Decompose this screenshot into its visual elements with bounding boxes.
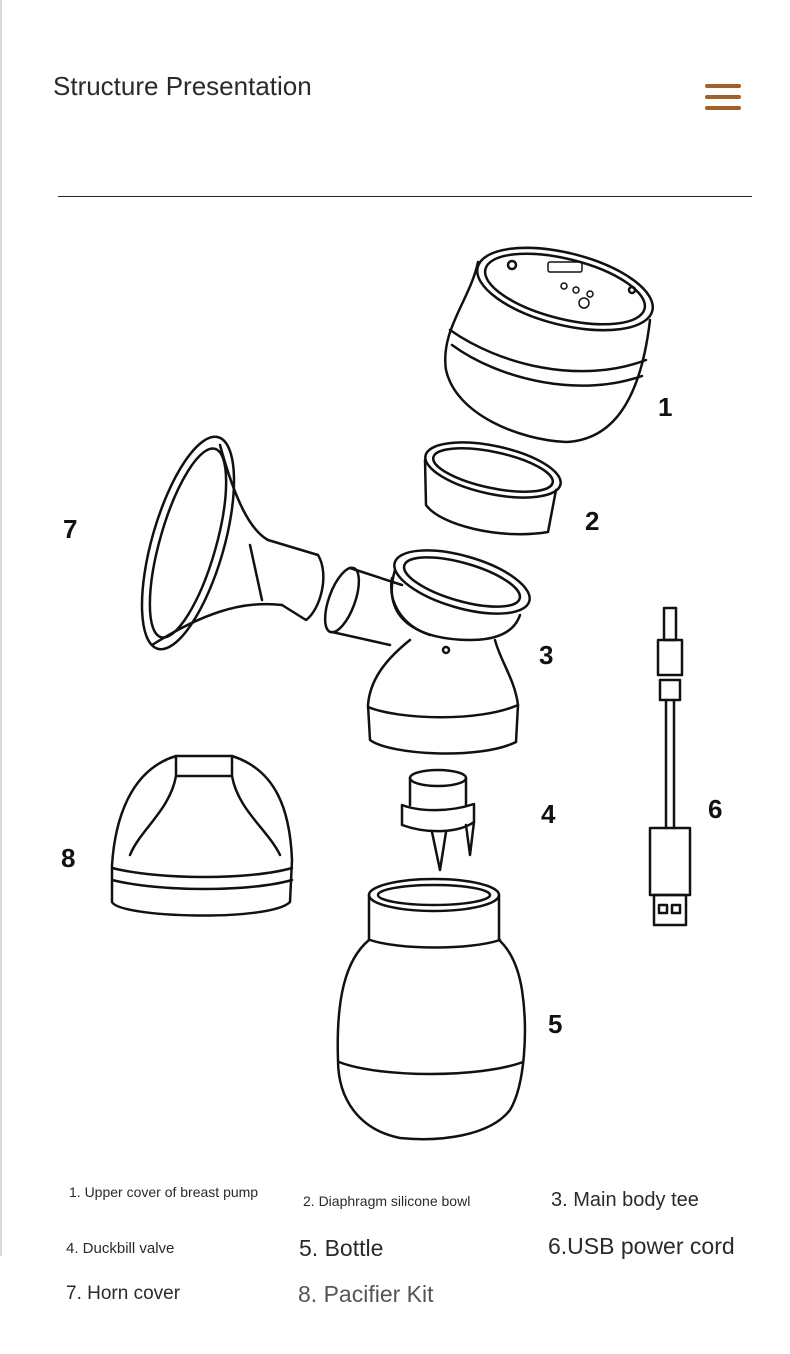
- part-number-7: 7: [63, 514, 77, 544]
- caption-6: 6.USB power cord: [548, 1233, 735, 1259]
- part-number-6: 6: [708, 794, 722, 824]
- part-8-pacifier-kit: [110, 754, 294, 917]
- page-title: Structure Presentation: [53, 71, 312, 101]
- hamburger-menu-icon[interactable]: [700, 80, 746, 114]
- part-number-5: 5: [548, 1009, 562, 1039]
- part-number-1: 1: [658, 392, 672, 422]
- part-number-3: 3: [539, 640, 553, 670]
- exploded-diagram: 1 2 3 4 5 6 7 8: [61, 246, 722, 1141]
- caption-8: 8. Pacifier Kit: [298, 1281, 434, 1307]
- caption-5: 5. Bottle: [299, 1235, 384, 1261]
- part-number-2: 2: [585, 506, 599, 536]
- caption-3: 3. Main body tee: [551, 1189, 699, 1211]
- part-3-main-body: [323, 549, 531, 755]
- title-divider: [58, 196, 752, 197]
- caption-2: 2. Diaphragm silicone bowl: [303, 1193, 471, 1209]
- page-left-border: [0, 0, 2, 1256]
- part-4-duckbill-valve: [400, 768, 476, 872]
- part-6-usb-cord: [648, 606, 692, 927]
- caption-1: 1. Upper cover of breast pump: [69, 1184, 259, 1200]
- caption-7: 7. Horn cover: [66, 1283, 181, 1304]
- part-number-4: 4: [541, 799, 556, 829]
- part-5-bottle: [336, 877, 527, 1141]
- caption-4: 4. Duckbill valve: [66, 1240, 175, 1257]
- part-2-diaphragm: [423, 441, 562, 536]
- part-7-horn-cover: [140, 435, 325, 651]
- part-1-upper-cover: [443, 246, 655, 444]
- part-number-8: 8: [61, 843, 75, 873]
